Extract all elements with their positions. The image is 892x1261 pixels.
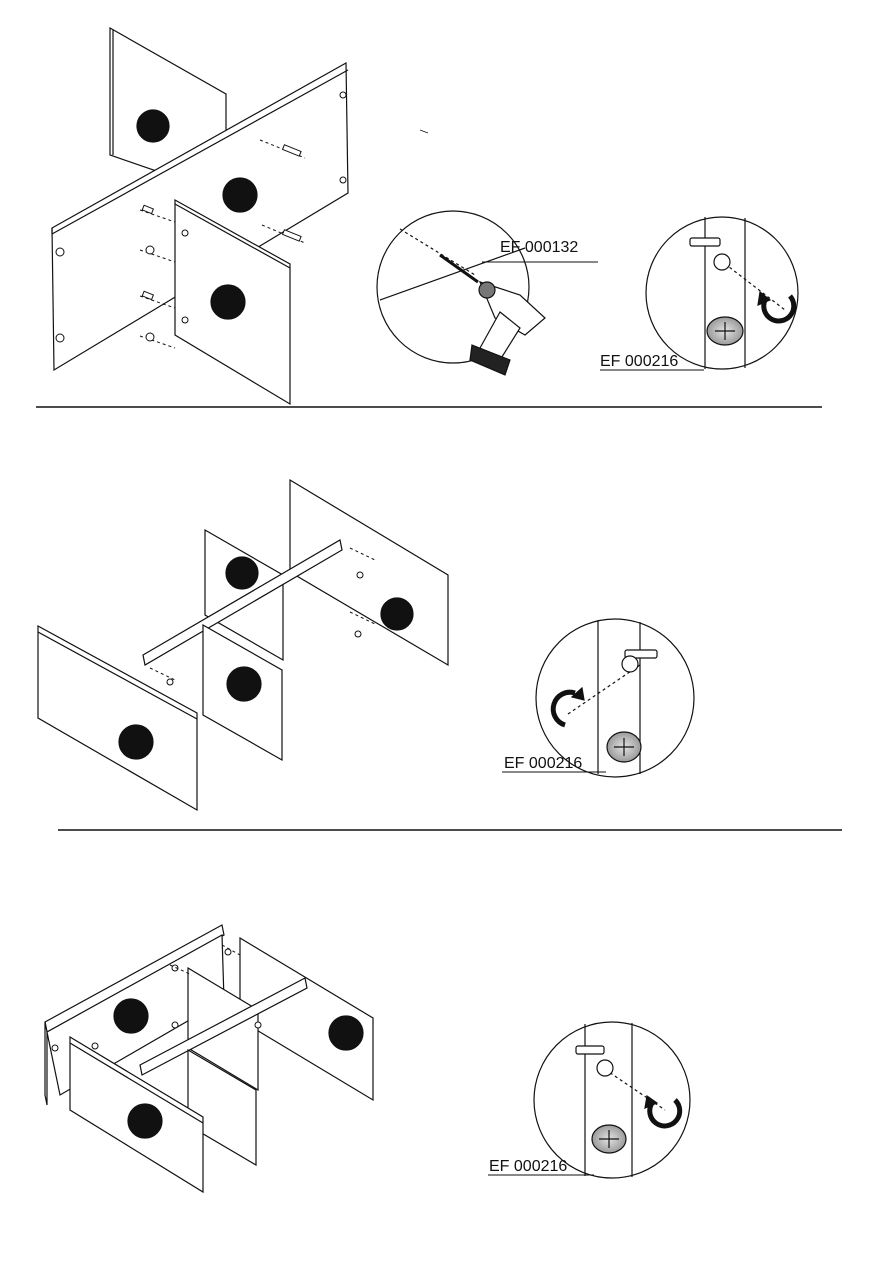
screw-code-label: EF 000132 xyxy=(500,239,578,256)
cam-code-label: EF 000216 xyxy=(600,353,678,370)
left-end-panel xyxy=(45,1022,47,1105)
part-marker xyxy=(223,178,257,212)
cam-nut-icon xyxy=(592,1125,626,1153)
part-marker xyxy=(114,999,148,1033)
part-marker xyxy=(211,285,245,319)
step-1-panel: EF 000132 EF 000216 xyxy=(52,28,798,404)
step-3-panel: EF 000216 xyxy=(45,925,690,1192)
cam-nut-icon xyxy=(707,317,743,345)
part-marker xyxy=(329,1016,363,1050)
part-marker xyxy=(119,725,153,759)
part-marker xyxy=(381,598,413,630)
step-2-panel: EF 000216 xyxy=(38,480,694,810)
back-panel xyxy=(290,480,448,665)
part-marker xyxy=(128,1104,162,1138)
part-marker xyxy=(137,110,169,142)
cam-lock-detail xyxy=(646,217,798,369)
cam-nut-icon xyxy=(607,732,641,762)
part-marker xyxy=(227,667,261,701)
front-panel xyxy=(38,626,197,810)
cam-code-label: EF 000216 xyxy=(489,1158,567,1175)
cam-lock-detail xyxy=(534,1022,690,1178)
cam-lock-detail xyxy=(536,619,694,777)
drill-detail xyxy=(377,211,545,375)
part-marker xyxy=(226,557,258,589)
cam-code-label: EF 000216 xyxy=(504,755,582,772)
